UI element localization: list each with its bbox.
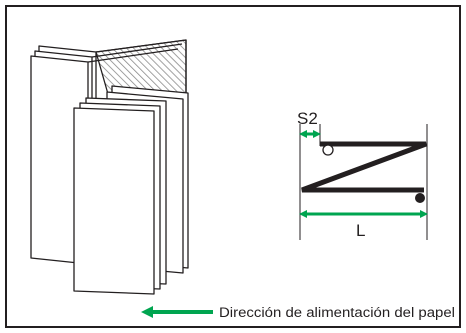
s2-label: S2 — [297, 109, 318, 128]
start-marker-open — [322, 144, 334, 156]
folded-paper-stack — [30, 39, 189, 295]
feed-direction-caption: Dirección de alimentación del papel — [219, 305, 455, 320]
z-fold-line — [301, 141, 427, 193]
end-marker-filled — [415, 193, 425, 203]
l-label: L — [356, 221, 365, 240]
front-panel — [73, 107, 155, 295]
z-fold-schematic: S2 L — [297, 109, 428, 240]
feed-direction: Dirección de alimentación del papel — [141, 305, 455, 320]
